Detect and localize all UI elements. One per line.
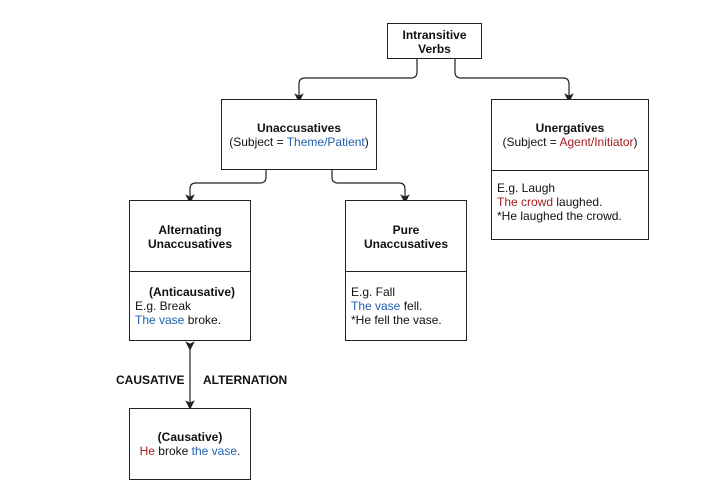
edge-unacc-alternating <box>185 170 267 204</box>
node-body: E.g. Fall The vase fell. *He fell the va… <box>347 281 446 331</box>
subject-role: Agent/Initiator <box>559 135 634 149</box>
node-header: Alternating Unaccusatives <box>130 201 250 251</box>
theme-highlight: the vase <box>191 444 238 458</box>
node-title-line2: Unaccusatives <box>147 237 233 251</box>
node-intransitive-verbs: Intransitive Verbs <box>387 23 482 59</box>
node-title-line1: Alternating <box>158 223 222 237</box>
sentence-end: . <box>237 444 241 458</box>
node-header: Unergatives (Subject = Agent/Initiator) <box>492 100 648 149</box>
alternation-label: ALTERNATION <box>203 373 288 387</box>
subject-highlight: The vase <box>351 299 401 313</box>
agent-highlight: He <box>139 444 155 458</box>
node-body: (Anticausative) E.g. Break The vase brok… <box>131 281 253 331</box>
example-verb: E.g. Break <box>135 299 192 313</box>
node-title-line1: Intransitive <box>402 28 467 42</box>
divider <box>346 271 466 272</box>
node-causative: (Causative) He broke the vase. <box>129 408 251 480</box>
ungrammatical-example: *He laughed the crowd. <box>497 209 622 223</box>
node-unaccusatives: Unaccusatives (Subject = Theme/Patient) <box>221 99 377 170</box>
edge-unacc-pure <box>331 170 410 204</box>
divider <box>492 170 648 171</box>
subject-suffix: ) <box>364 135 369 149</box>
subject-role: Theme/Patient <box>286 135 365 149</box>
node-alternating-unaccusatives: Alternating Unaccusatives (Anticausative… <box>129 200 251 341</box>
example-sentence: The crowd laughed. <box>497 195 622 209</box>
sentence-rest: broke. <box>184 313 222 327</box>
subject-suffix: ) <box>633 135 638 149</box>
sentence-mid: broke <box>154 444 192 458</box>
node-title: Unaccusatives <box>256 121 342 135</box>
node-title-line1: Pure <box>392 223 420 237</box>
causative-label: CAUSATIVE <box>116 373 185 387</box>
subject-highlight: The crowd <box>497 195 554 209</box>
node-title-line2: Unaccusatives <box>363 237 449 251</box>
edge-root-unergatives <box>454 58 574 103</box>
example-verb: E.g. Fall <box>351 285 396 299</box>
node-title: (Causative) <box>157 430 223 444</box>
divider <box>130 271 250 272</box>
node-title: Unergatives <box>535 121 605 135</box>
node-header: Pure Unaccusatives <box>346 201 466 251</box>
sentence-rest: laughed. <box>553 195 603 209</box>
example-sentence: The vase broke. <box>135 313 249 327</box>
sentence-rest: fell. <box>400 299 423 313</box>
edge-root-unaccusatives <box>294 58 418 103</box>
node-subject-line: (Subject = Theme/Patient) <box>222 135 376 149</box>
subject-prefix: (Subject = <box>229 135 287 149</box>
node-title-line2: Verbs <box>418 42 451 56</box>
node-subject-line: (Subject = Agent/Initiator) <box>492 135 648 149</box>
example-sentence: He broke the vase. <box>130 444 250 458</box>
example-verb: E.g. Laugh <box>497 181 556 195</box>
node-body: E.g. Laugh The crowd laughed. *He laughe… <box>493 177 626 227</box>
ungrammatical-example: *He fell the vase. <box>351 313 442 327</box>
example-sentence: The vase fell. <box>351 299 442 313</box>
node-unergatives: Unergatives (Subject = Agent/Initiator) … <box>491 99 649 240</box>
subject-prefix: (Subject = <box>502 135 560 149</box>
node-subtitle: (Anticausative) <box>148 285 236 299</box>
subject-highlight: The vase <box>135 313 185 327</box>
node-pure-unaccusatives: Pure Unaccusatives E.g. Fall The vase fe… <box>345 200 467 341</box>
